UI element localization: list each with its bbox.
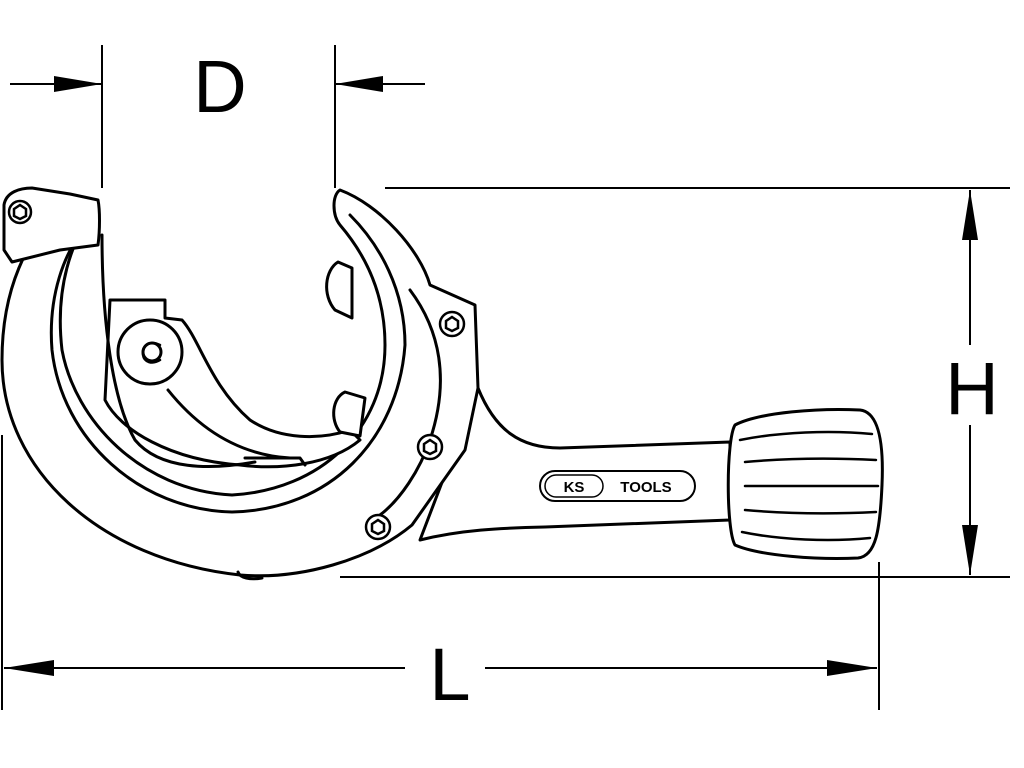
carriage-rail-lower xyxy=(166,388,292,460)
dim-d-arrow-right xyxy=(335,76,383,92)
screw-frame-lower xyxy=(364,513,392,541)
logo-brand-left: KS xyxy=(564,479,585,496)
knob-grip-rib-4 xyxy=(743,508,878,515)
dimension-l xyxy=(1,435,880,710)
screw-top-left xyxy=(7,199,33,225)
c-frame xyxy=(0,188,480,578)
adjustment-knob xyxy=(726,408,884,560)
knob-grip-rib-5 xyxy=(740,530,872,542)
guide-roller-lower xyxy=(332,390,367,438)
cutting-wheel-axle xyxy=(141,341,162,364)
frame-rear-plate xyxy=(378,288,442,517)
carriage-rail-bottom xyxy=(243,456,307,467)
dim-l-arrow-right xyxy=(827,660,877,676)
c-frame-inner-edge xyxy=(49,213,407,514)
frame-screws xyxy=(7,199,466,541)
guide-roller-upper xyxy=(325,260,354,320)
pipe-cutter-tool xyxy=(0,186,884,581)
screw-frame-upper xyxy=(438,310,466,338)
dim-l-label: L xyxy=(429,633,470,716)
knob-grip-rib-1 xyxy=(738,430,874,442)
dim-h-arrow-top xyxy=(962,190,978,240)
frame-top-lug xyxy=(2,186,101,264)
knob-grip-rib-2 xyxy=(743,457,878,464)
logo-brand-right: TOOLS xyxy=(620,479,671,496)
dim-h-arrow-bottom xyxy=(962,525,978,575)
dim-l-arrow-left xyxy=(4,660,54,676)
frame-tail xyxy=(236,570,264,581)
logo-ks-badge xyxy=(544,474,604,498)
ks-tools-logo: KS TOOLS xyxy=(539,470,696,502)
dim-d-label: D xyxy=(193,45,246,128)
carriage-rail-upper xyxy=(100,233,257,469)
dim-h-label: H xyxy=(945,347,998,430)
dim-d-arrow-left xyxy=(54,76,102,92)
screw-frame-middle xyxy=(416,433,444,461)
